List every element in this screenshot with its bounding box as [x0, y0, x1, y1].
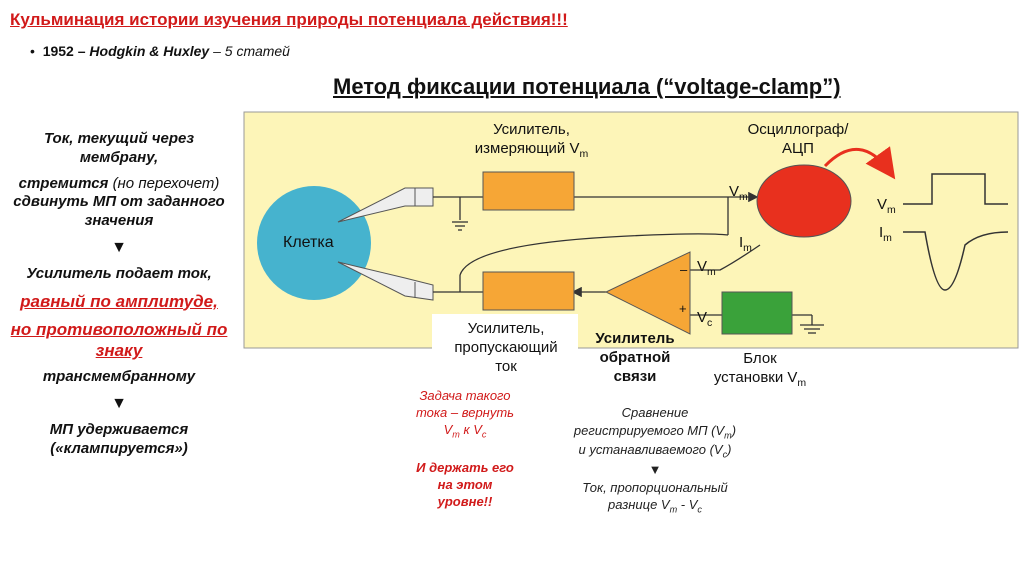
vc-plus-label: Vc [697, 309, 713, 329]
left-text-3: Усилитель подает ток, [26, 264, 212, 282]
im-output-label: Im [879, 224, 892, 244]
left-text-2: стремится (но перехочет) сдвинуть МП от … [13, 174, 225, 230]
measuring-amplifier-label: Усилитель,измеряющий Vm [474, 121, 589, 160]
vm-minus-label: Vm [697, 258, 716, 278]
bullet-line: • 1952 – Hodgkin & Huxley – 5 статей [30, 43, 290, 59]
method-title: Метод фиксации потенциала (“voltage-clam… [333, 74, 841, 99]
plus-sign: + [679, 301, 687, 316]
label-backdrop [432, 314, 578, 386]
left-text-6: трансмембранному [42, 368, 196, 386]
left-text-1: Ток, текущий через мембрану, [43, 130, 195, 166]
measuring-amplifier [482, 171, 575, 211]
down-arrow-icon-2: ▼ [111, 395, 127, 412]
minus-sign: – [680, 262, 688, 277]
left-text-4: равный по амплитуде, [20, 291, 218, 311]
cell-label: Клетка [283, 234, 334, 251]
left-text-7: МП удерживается («клампируется») [49, 421, 189, 457]
bullet-rest: – 5 статей [213, 43, 290, 59]
vm-input-label: Vm [729, 183, 748, 203]
oscilloscope [756, 164, 852, 238]
im-input-label: Im [739, 234, 752, 254]
bullet-dot: • [30, 43, 43, 59]
down-arrow-icon: ▼ [111, 238, 127, 256]
left-column: Ток, текущий через мембрану, стремится (… [4, 130, 234, 466]
bullet-authors: Hodgkin & Huxley [89, 43, 210, 59]
down-arrow-icon-3: ▼ [648, 462, 662, 478]
feedback-amplifier [604, 251, 691, 335]
left-text-5: но противоположный по знаку [10, 319, 228, 360]
bullet-year: 1952 – [42, 43, 86, 59]
oscilloscope-label: Осциллограф/АЦП [747, 121, 849, 157]
vm-output-label: Vm [877, 196, 896, 216]
vm-trace [903, 173, 1008, 205]
current-amplifier [482, 271, 575, 311]
im-trace [903, 231, 1009, 291]
comparison-note: Сравнение регистрируемого МП (Vm) и уста… [573, 405, 737, 515]
slide-title: Кульминация истории изучения природы пот… [10, 10, 568, 29]
setpoint-block [721, 291, 793, 335]
output-arrow-icon [823, 146, 896, 180]
cell-shape [257, 186, 371, 300]
wires [433, 191, 824, 334]
